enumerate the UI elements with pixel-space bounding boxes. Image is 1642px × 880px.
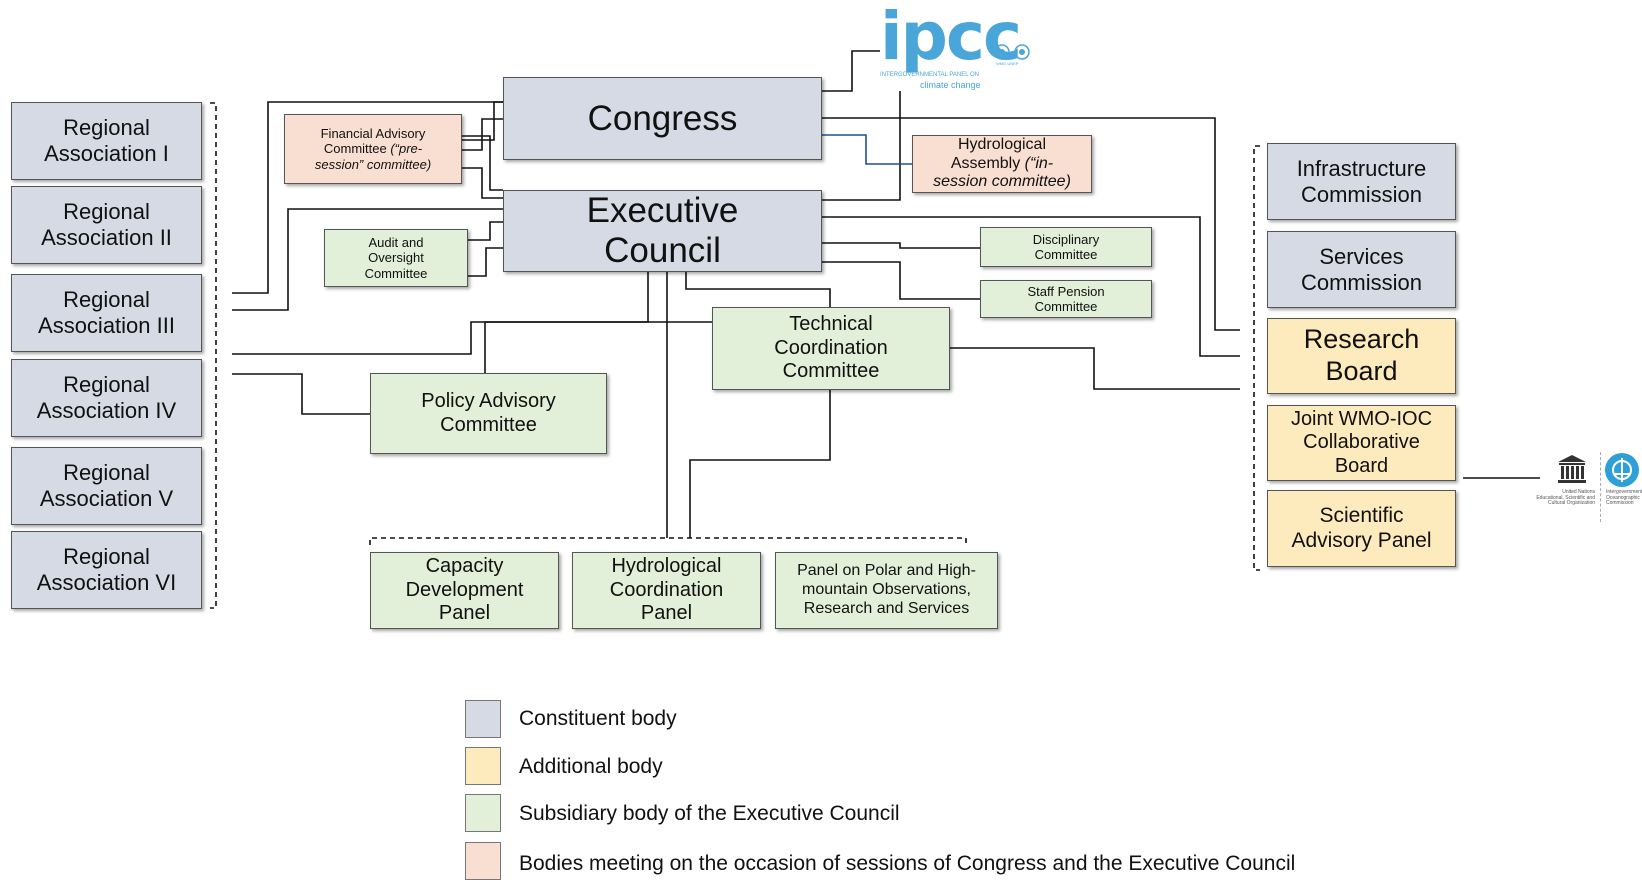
audit-oversight-committee-box: Audit and Oversight Committee	[324, 229, 468, 287]
technical-coordination-committee-box: Technical Coordination Committee	[712, 307, 950, 390]
services-commission-box: Services Commission	[1267, 231, 1456, 308]
legend-label-subsidiary: Subsidiary body of the Executive Council	[519, 802, 900, 825]
panels-bracket	[369, 537, 967, 545]
legend-swatch-additional	[465, 747, 501, 785]
line-ra-ec	[232, 208, 503, 311]
research-board-box: Research Board	[1267, 318, 1456, 394]
legend-label-additional: Additional body	[519, 755, 663, 778]
joint-wmo-ioc-board-box: Joint WMO-IOC Collaborative Board	[1267, 405, 1456, 481]
congress-box: Congress	[503, 77, 822, 160]
legend-label-meeting: Bodies meeting on the occasion of sessio…	[519, 852, 1296, 875]
line-ra-congress	[232, 101, 503, 294]
unesco-caption: United Nations Educational, Scientific a…	[1536, 489, 1595, 506]
line-ra-pac	[232, 373, 370, 415]
regional-association-1: Regional Association I	[11, 102, 202, 180]
line-ra-tcc	[232, 321, 712, 355]
ioc-caption: Intergovernmental Oceanographic Commissi…	[1606, 489, 1642, 506]
regional-association-2: Regional Association II	[11, 186, 202, 264]
capacity-development-panel-box: Capacity Development Panel	[370, 552, 559, 629]
infrastructure-commission-box: Infrastructure Commission	[1267, 143, 1456, 220]
line-fac-ec	[462, 167, 503, 199]
line-ec-ipcc	[822, 91, 901, 201]
line-ec-tcc	[685, 272, 831, 307]
legend-swatch-constituent	[465, 700, 501, 738]
hydrological-assembly-note: (“in- session committee)	[933, 154, 1071, 191]
right-bracket	[1253, 145, 1260, 571]
line-fac-link	[462, 101, 503, 141]
line-congress-right	[822, 117, 1240, 331]
polar-high-mountain-panel-box: Panel on Polar and High- mountain Observ…	[775, 552, 998, 629]
regional-association-4: Regional Association IV	[11, 359, 202, 437]
wmo-unep-icon: WMO UNEP	[994, 44, 1030, 66]
line-congress-ipcc	[822, 50, 880, 92]
line-audit-ec2	[468, 247, 503, 277]
policy-advisory-committee-box: Policy Advisory Committee	[370, 373, 607, 454]
wmo-unep-label: WMO UNEP	[996, 61, 1019, 66]
line-tcc-rb	[950, 347, 1240, 390]
hydrological-assembly-box: Hydrological Assembly (“in- session comm…	[912, 135, 1092, 193]
regional-association-5: Regional Association V	[11, 447, 202, 525]
financial-advisory-note: (“pre- session” committee)	[314, 141, 432, 172]
legend-label-constituent: Constituent body	[519, 707, 677, 730]
financial-advisory-label: Financial Advisory Committee	[320, 126, 426, 157]
ipcc-caption: INTERGOVERNMENTAL PANEL ON	[880, 72, 980, 78]
financial-advisory-committee-box: Financial Advisory Committee (“pre- sess…	[284, 114, 462, 184]
legend-swatch-meeting	[465, 842, 501, 880]
ipcc-logo: ipcc INTERGOVERNMENTAL PANEL ON climate …	[880, 4, 1030, 94]
ipcc-caption-2: climate change	[920, 80, 981, 90]
executive-council-box: Executive Council	[503, 190, 822, 272]
hydrological-assembly-label: Hydrological Assembly	[950, 135, 1047, 172]
line-fac-congress	[462, 118, 503, 151]
line-ec-staff	[822, 261, 980, 300]
disciplinary-committee-box: Disciplinary Committee	[980, 227, 1152, 267]
line-ec-disc	[822, 242, 980, 249]
legend-swatch-subsidiary	[465, 794, 501, 832]
line-ec-rb	[822, 216, 1240, 357]
staff-pension-committee-box: Staff Pension Committee	[980, 280, 1152, 318]
regional-association-6: Regional Association VI	[11, 531, 202, 609]
unesco-temple-icon	[1558, 455, 1586, 483]
regional-association-3: Regional Association III	[11, 274, 202, 352]
line-tcc-panels	[689, 390, 831, 538]
logo-divider	[1600, 452, 1602, 522]
line-audit-ec	[468, 221, 503, 241]
line-congress-hydro	[822, 134, 912, 165]
scientific-advisory-panel-box: Scientific Advisory Panel	[1267, 490, 1456, 567]
line-fac-ec2	[462, 135, 503, 191]
ioc-globe-icon	[1605, 453, 1639, 487]
line-ec-pac	[484, 272, 649, 373]
regional-bracket	[210, 102, 217, 609]
hydrological-coordination-panel-box: Hydrological Coordination Panel	[572, 552, 761, 629]
